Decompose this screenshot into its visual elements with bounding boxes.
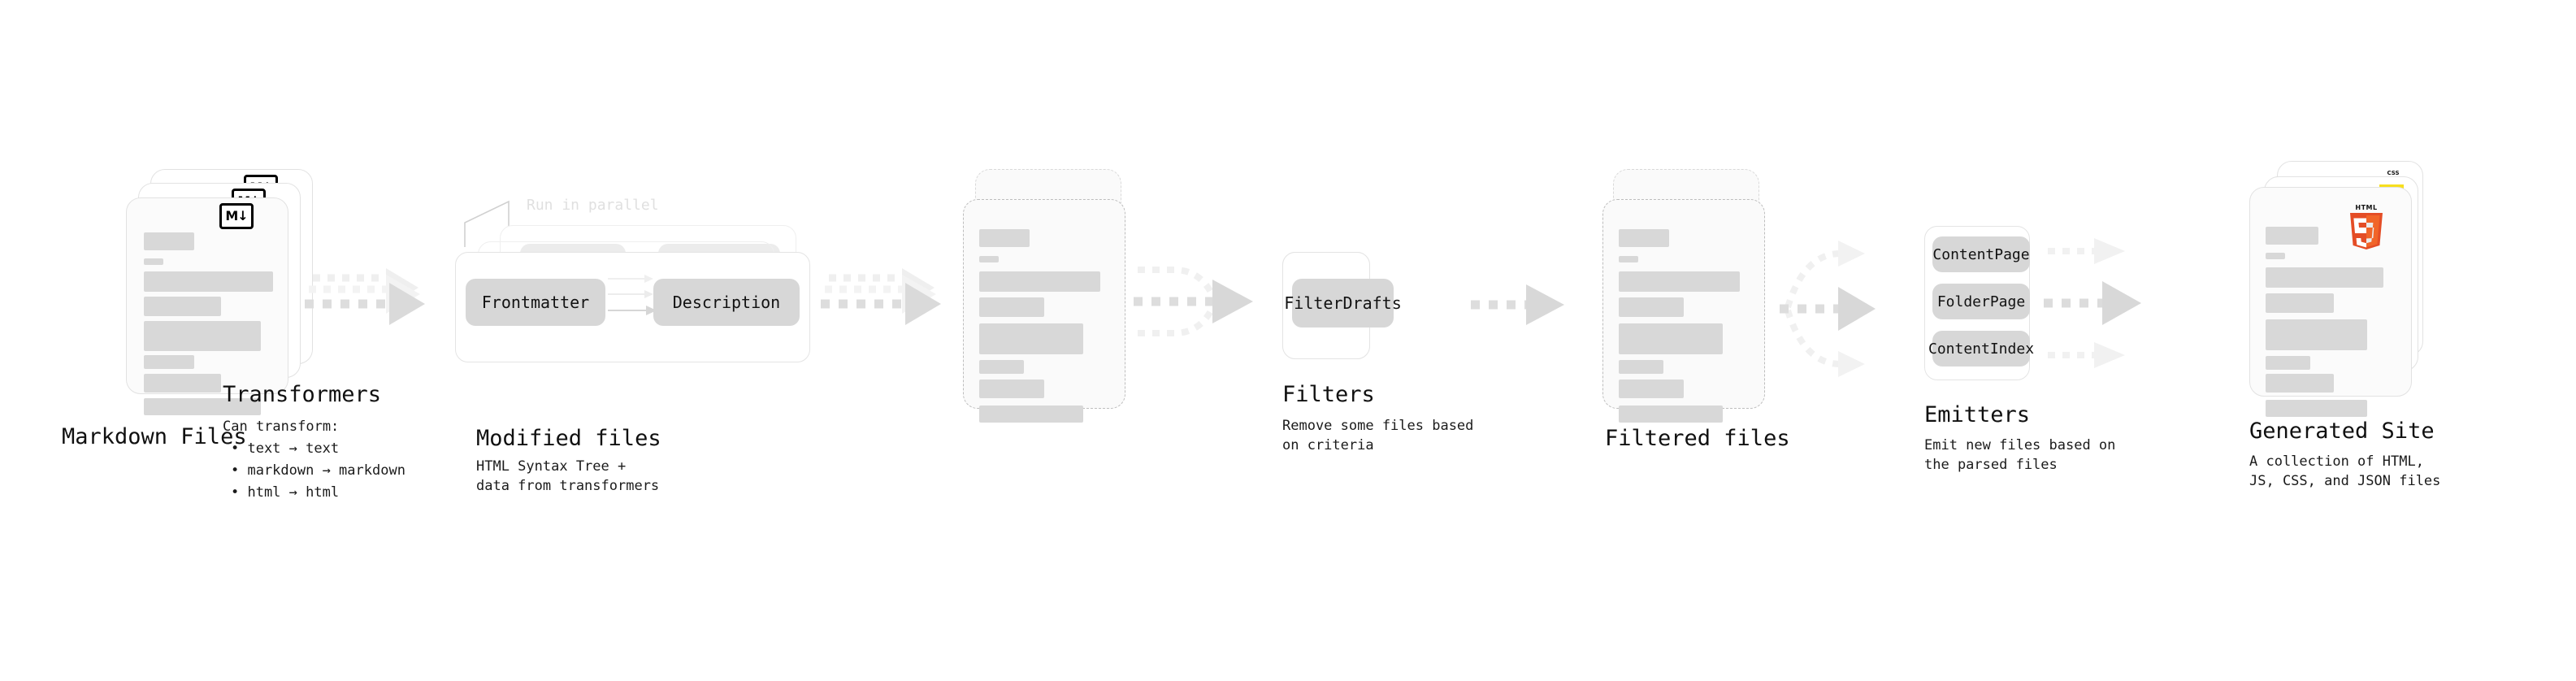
markdown-card-front <box>126 197 288 415</box>
skeleton-bar <box>2266 374 2334 393</box>
skeleton-bar <box>1619 323 1723 354</box>
stage-title-filters: Filters <box>1282 382 1375 407</box>
connector-emitters-to-site <box>2044 238 2141 368</box>
skeleton-bar <box>1619 271 1740 292</box>
skeleton-bar <box>1619 360 1663 374</box>
emitter-pill-contentpage[interactable]: ContentPage <box>1932 236 2030 272</box>
stage-title-markdown-files: Markdown Files <box>62 424 247 449</box>
filters-pill-filterdrafts[interactable]: FilterDrafts <box>1284 279 1402 327</box>
run-in-parallel-annotation: Run in parallel <box>527 197 659 214</box>
emitter-pill-folderpage[interactable]: FolderPage <box>1932 284 2030 319</box>
skeleton-bar <box>2266 400 2367 417</box>
skeleton-bar <box>2266 227 2318 245</box>
skeleton-bar <box>979 229 1030 247</box>
skeleton-bar <box>979 380 1044 398</box>
skeleton-bar <box>144 232 194 250</box>
markdown-badge-front: M↓ <box>219 203 254 229</box>
skeleton-bar <box>144 297 221 316</box>
stage-subtitle-filters: Remove some files based on criteria <box>1282 418 1474 453</box>
html5-icon: HTML <box>2348 204 2384 249</box>
connector-filtered-to-emitters <box>1780 241 1876 377</box>
modified-card-front <box>963 199 1125 423</box>
markdown-badge-label-front: M <box>225 208 238 223</box>
skeleton-bar <box>144 271 273 292</box>
transformers-note-item-2: • html → html <box>231 484 340 501</box>
skeleton-bar <box>979 256 999 262</box>
css3-icon-label: CSS <box>2387 170 2400 176</box>
stage-title-filtered-files: Filtered files <box>1605 426 1790 451</box>
connector-modified-to-filters <box>1134 267 1253 336</box>
skeleton-bar <box>979 360 1024 374</box>
stage-subtitle-modified-files: HTML Syntax Tree + data from transformer… <box>476 458 660 494</box>
stage-title-transformers: Transformers <box>223 382 382 407</box>
skeleton-bar <box>979 323 1083 354</box>
skeleton-bar <box>2266 356 2310 370</box>
stage-subtitle-generated-site: A collection of HTML, JS, CSS, and JSON … <box>2249 453 2441 489</box>
transformer-pill-frontmatter[interactable]: Frontmatter <box>466 279 605 326</box>
filtered-card-front <box>1602 199 1765 423</box>
skeleton-bar <box>1619 229 1669 247</box>
skeleton-bar <box>2266 319 2367 350</box>
skeleton-bar <box>979 271 1100 292</box>
skeleton-bar <box>2266 267 2383 288</box>
connector-md-to-transformers <box>305 268 425 325</box>
skeleton-bar <box>979 406 1083 423</box>
skeleton-bar <box>144 355 194 369</box>
transformers-note-item-1: • markdown → markdown <box>231 462 405 479</box>
site-card-front <box>2249 187 2412 417</box>
transformer-internal-arrows <box>608 275 657 315</box>
skeleton-bar <box>1619 380 1684 398</box>
transformers-note-heading: Can transform: <box>223 419 340 435</box>
stage-title-modified-files: Modified files <box>476 426 661 451</box>
skeleton-bar <box>2266 253 2285 259</box>
skeleton-bar <box>144 321 261 351</box>
stage-generated-site: CSS HTML Generated Site A collection of … <box>0 0 2440 489</box>
transformers-note-item-0: • text → text <box>231 440 340 457</box>
html5-icon-label: HTML <box>2355 204 2378 211</box>
transformer-pill-description[interactable]: Description <box>653 279 800 326</box>
skeleton-bar <box>2266 293 2334 313</box>
skeleton-bar <box>144 374 221 393</box>
run-in-parallel-leader <box>464 200 510 247</box>
emitter-pill-contentindex[interactable]: ContentIndex <box>1928 331 2034 367</box>
stage-title-generated-site: Generated Site <box>2249 419 2435 444</box>
stage-subtitle-emitters: Emit new files based on the parsed files <box>1924 437 2116 473</box>
connector-filters-to-filtered <box>1471 284 1564 325</box>
skeleton-bar <box>1619 297 1684 317</box>
skeleton-bar <box>1619 406 1723 423</box>
skeleton-bar <box>144 398 261 415</box>
connector-transformers-to-modified <box>821 268 941 325</box>
skeleton-bar <box>144 258 163 265</box>
stage-title-emitters: Emitters <box>1924 402 2031 427</box>
skeleton-bar <box>979 297 1044 317</box>
skeleton-bar <box>1619 256 1638 262</box>
